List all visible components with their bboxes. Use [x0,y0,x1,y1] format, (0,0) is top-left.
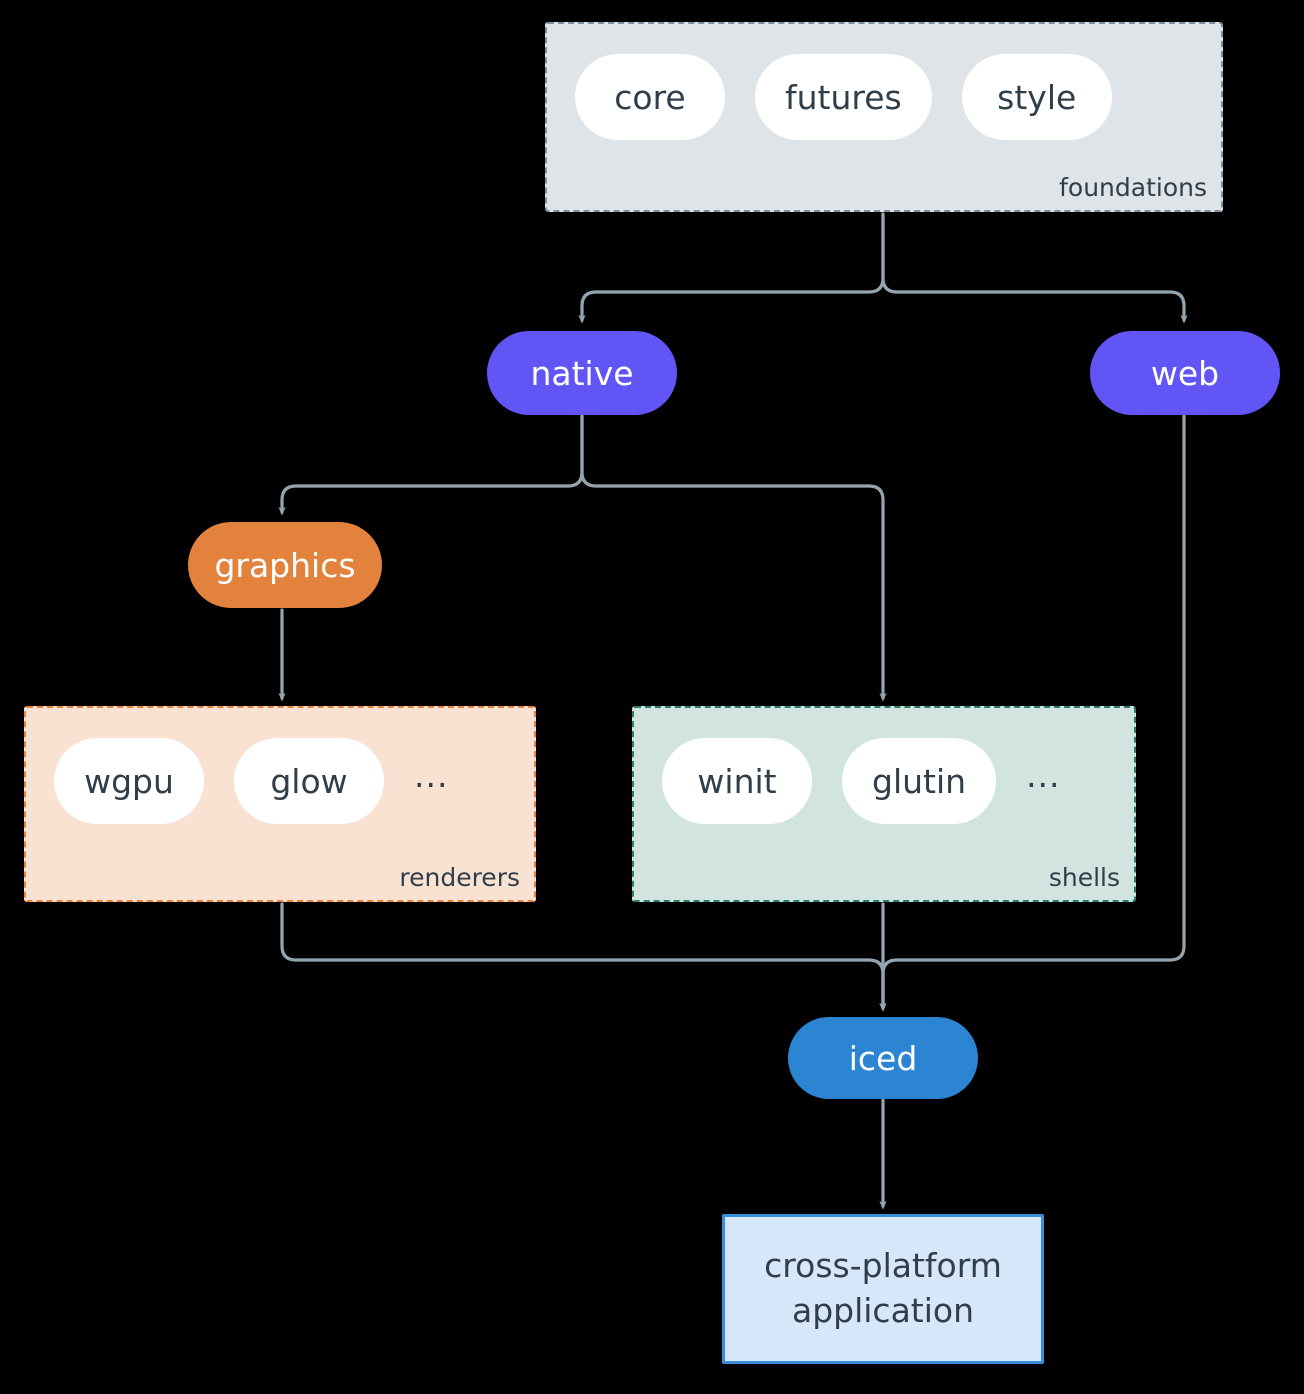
chip-glutin[interactable]: glutin [842,738,997,824]
chip-futures[interactable]: futures [755,54,932,140]
node-native[interactable]: native [487,331,677,415]
shells-ellipsis: ... [1026,755,1061,795]
cluster-foundations: core futures style foundations [545,22,1223,212]
node-cross-platform-application[interactable]: cross-platform application [722,1214,1044,1364]
renderers-ellipsis: ... [414,755,449,795]
chip-style[interactable]: style [961,54,1112,140]
node-graphics[interactable]: graphics [188,522,382,608]
cluster-foundations-label: foundations [1059,173,1207,202]
cluster-foundations-items: core futures style [575,54,1112,140]
edge-native-shells [580,414,887,702]
chip-wgpu[interactable]: wgpu [54,738,204,824]
application-label-line2: application [791,1291,975,1330]
cluster-shells-label: shells [1048,863,1120,892]
node-web[interactable]: web [1090,331,1280,415]
edge-renderers-iced [280,902,887,1012]
cluster-shells-items: winit glutin ... [662,738,1061,824]
edge-foundations-web [881,212,1188,324]
cluster-renderers-label: renderers [399,863,520,892]
cluster-shells: winit glutin ... shells [632,706,1136,902]
chip-core[interactable]: core [575,54,725,140]
node-iced[interactable]: iced [788,1017,978,1099]
chip-winit[interactable]: winit [662,738,812,824]
cluster-renderers: wgpu glow ... renderers [24,706,536,902]
application-label-line1: cross-platform [764,1246,1002,1286]
edge-native-graphics [278,414,584,516]
cluster-renderers-items: wgpu glow ... [54,738,448,824]
edge-foundations-native [578,212,885,324]
chip-glow[interactable]: glow [234,738,384,824]
